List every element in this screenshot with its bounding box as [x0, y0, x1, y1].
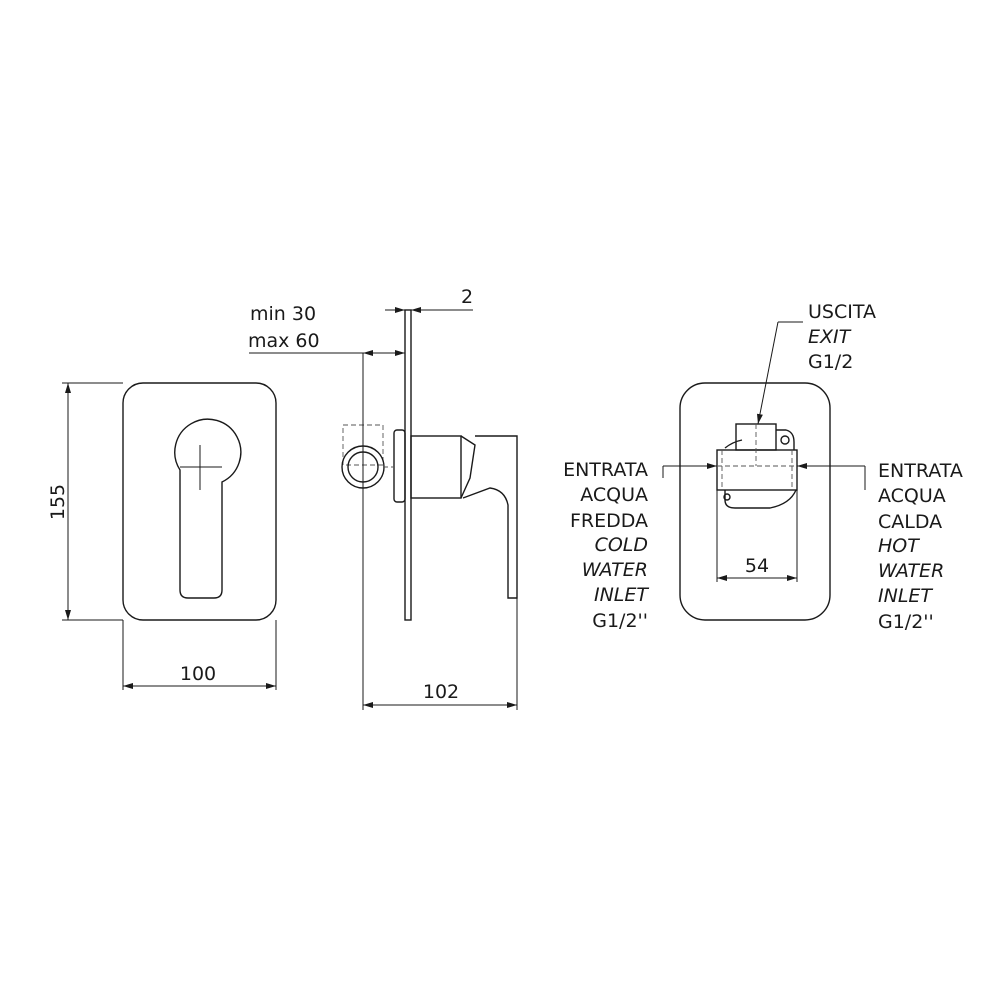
front-view: 155 100: [47, 382, 277, 690]
rear-plate: [679, 382, 831, 621]
hot-label-line: ENTRATA: [878, 460, 963, 482]
hot-label-line: CALDA: [878, 511, 942, 533]
cold-label-line: FREDDA: [570, 510, 648, 532]
outlet-label-it: USCITA: [808, 301, 876, 323]
inlet-spacing-dimension: 54: [745, 555, 769, 577]
lever-handle: [174, 418, 242, 599]
mixer-body: [716, 449, 798, 491]
hot-label-line: ACQUA: [878, 485, 946, 507]
cold-label-line: INLET: [594, 584, 649, 606]
cold-label-line: COLD: [595, 534, 648, 556]
side-view: 2 min 30 max 60 102: [248, 286, 518, 710]
wall-min-label: min 30: [250, 303, 316, 325]
hot-inlet-label: ENTRATA ACQUA CALDA HOT WATER INLET G1/2…: [878, 460, 963, 633]
depth-dimension: 102: [423, 681, 459, 703]
cold-label-line: ENTRATA: [563, 459, 648, 481]
wall-max-label: max 60: [248, 330, 320, 352]
flange: [393, 429, 406, 503]
cold-label-line: ACQUA: [580, 484, 648, 506]
width-dimension: 100: [180, 663, 216, 685]
height-dimension: 155: [47, 484, 69, 520]
cover-plate: [122, 382, 277, 621]
outlet-size: G1/2: [808, 351, 853, 373]
plate-thickness-dimension: 2: [461, 286, 473, 308]
hot-label-line: WATER: [878, 560, 944, 582]
cold-label-line: G1/2'': [592, 610, 648, 632]
cartridge-body: [410, 435, 462, 499]
side-lever: [462, 435, 518, 599]
hot-label-line: INLET: [878, 585, 933, 607]
cold-label-line: WATER: [582, 559, 648, 581]
hot-label-line: G1/2'': [878, 611, 934, 633]
hot-label-line: HOT: [878, 535, 920, 557]
outlet-label-en: EXIT: [808, 326, 852, 348]
wall-plate: [404, 309, 412, 621]
cold-inlet-label: ENTRATA ACQUA FREDDA COLD WATER INLET G1…: [563, 459, 649, 632]
rear-view: 54 USCITA EXIT G1/2 ENTRATA ACQUA FREDDA…: [563, 301, 963, 633]
